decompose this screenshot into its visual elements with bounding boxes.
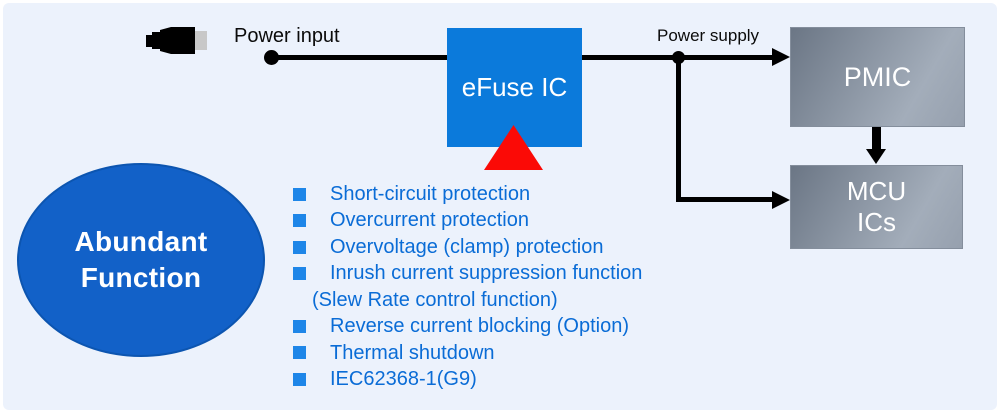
ellipse-label-line1: Abundant <box>74 226 208 257</box>
feature-item: Short-circuit protection <box>293 181 642 207</box>
bullet-square-icon <box>293 240 306 254</box>
pmic-block: PMIC <box>790 27 965 127</box>
feature-item: Overvoltage (clamp) protection <box>293 234 642 260</box>
feature-text: Thermal shutdown <box>330 341 495 364</box>
feature-item: Overcurrent protection <box>293 207 642 233</box>
feature-item: (Slew Rate control function) <box>312 287 642 313</box>
arrowhead-to-pmic-icon <box>772 48 790 66</box>
feature-text: Overcurrent protection <box>330 209 529 232</box>
feature-item: Inrush current suppression function <box>293 260 642 286</box>
bullet-square-icon <box>293 346 306 360</box>
arrowhead-down-icon <box>866 149 886 164</box>
bullet-square-icon <box>293 372 306 386</box>
abundant-function-ellipse: Abundant Function <box>17 163 265 357</box>
feature-text: (Slew Rate control function) <box>312 288 558 311</box>
mcu-ics-block: MCU ICs <box>790 165 963 249</box>
power-input-label: Power input <box>234 25 340 47</box>
branch-wire-vertical <box>676 57 681 200</box>
pmic-to-mcu-wire <box>872 127 881 149</box>
ellipse-label-line2: Function <box>80 262 202 293</box>
feature-text: IEC62368-1(G9) <box>330 368 477 391</box>
bullet-square-icon <box>293 319 306 333</box>
feature-item: Thermal shutdown <box>293 340 642 366</box>
wire-start-node <box>264 50 279 65</box>
feature-item: IEC62368-1(G9) <box>293 366 642 392</box>
warning-triangle-icon <box>484 125 543 170</box>
efuse-ic-label: eFuse IC <box>461 72 568 102</box>
mcu-label-line2: ICs <box>857 207 896 237</box>
bullet-square-icon <box>293 187 306 201</box>
feature-text: Reverse current blocking (Option) <box>330 315 630 338</box>
branch-wire-horizontal <box>676 197 774 202</box>
pmic-label: PMIC <box>843 61 912 92</box>
mcu-label-line1: MCU <box>846 176 907 206</box>
usb-plug-icon <box>146 27 207 54</box>
feature-text: Overvoltage (clamp) protection <box>330 235 604 258</box>
bullet-square-icon <box>293 214 306 228</box>
power-supply-label: Power supply <box>657 26 760 45</box>
feature-item: Reverse current blocking (Option) <box>293 313 642 339</box>
feature-text: Short-circuit protection <box>330 183 531 205</box>
bullet-square-icon <box>293 267 306 281</box>
feature-text: Inrush current suppression function <box>330 262 643 285</box>
arrowhead-to-mcu-icon <box>772 191 790 209</box>
